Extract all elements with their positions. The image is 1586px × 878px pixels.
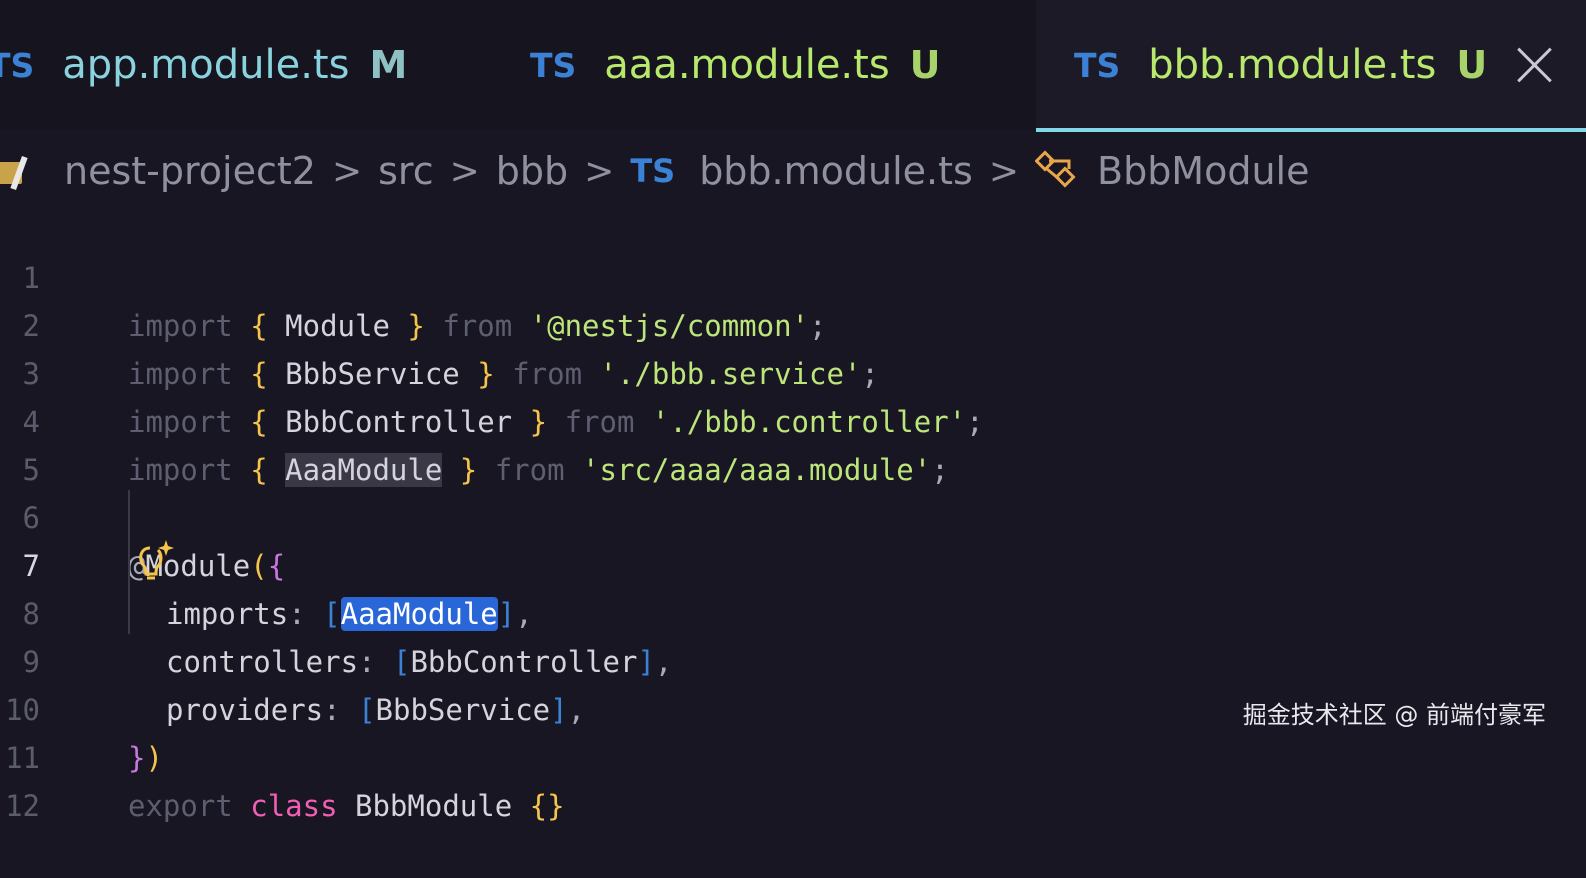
- breadcrumb-src[interactable]: src: [378, 149, 434, 193]
- typescript-file-icon: TS: [630, 152, 676, 190]
- code-line: 8 controllers: [BbbController],: [0, 542, 1586, 679]
- watermark: 掘金技术社区 @ 前端付豪军: [1242, 701, 1546, 729]
- line-number: 8: [22, 597, 40, 631]
- code-line: 1 import { Module } from '@nestjs/common…: [0, 206, 1586, 343]
- breadcrumb-bbb[interactable]: bbb: [495, 149, 569, 193]
- text-selection: AaaModule: [340, 597, 498, 631]
- chevron-right-icon: >: [584, 150, 615, 192]
- code-line: 3 import { BbbController } from './bbb.c…: [0, 302, 1586, 439]
- tab-label: bbb.module.ts: [1148, 42, 1437, 88]
- line-number: 6: [22, 501, 40, 535]
- code-line: 4 import { AaaModule } from 'src/aaa/aaa…: [0, 350, 1586, 487]
- lightbulb-sparkle-icon[interactable]: [134, 538, 178, 584]
- git-status-badge: U: [909, 43, 941, 87]
- git-status-badge: M: [369, 43, 408, 87]
- close-icon[interactable]: [1517, 48, 1551, 82]
- indent-guide: [128, 490, 130, 634]
- git-status-badge: U: [1456, 43, 1488, 87]
- folder-icon: [0, 156, 34, 186]
- breadcrumb-symbol[interactable]: BbbModule: [1097, 149, 1310, 193]
- breadcrumb: nest-project2 > src > bbb > TS bbb.modul…: [0, 132, 1586, 210]
- tab-label: aaa.module.ts: [604, 42, 890, 88]
- code-line: 2 import { BbbService } from './bbb.serv…: [0, 254, 1586, 391]
- typescript-file-icon: TS: [530, 45, 577, 85]
- typescript-file-icon: TS: [0, 45, 35, 85]
- chevron-right-icon: >: [331, 150, 363, 192]
- symbol-class-icon: [1035, 150, 1076, 188]
- breadcrumb-file[interactable]: bbb.module.ts: [699, 149, 973, 193]
- code-line: 9 providers: [BbbService],: [0, 590, 1586, 727]
- code-line: 12: [0, 734, 1586, 823]
- line-number: 12: [5, 789, 40, 823]
- chevron-right-icon: >: [449, 150, 480, 192]
- line-number: 7: [22, 549, 40, 583]
- tab-aaa-module[interactable]: TS aaa.module.ts U: [530, 0, 1000, 130]
- line-number: 3: [22, 357, 40, 391]
- code-line: 10 }): [0, 638, 1586, 775]
- word-highlight: AaaModule: [285, 453, 443, 487]
- code-line: 5: [0, 398, 1586, 487]
- line-number: 4: [22, 405, 40, 439]
- code-line: 7 imports: [AaaModule],: [0, 494, 1586, 631]
- line-number: 1: [22, 261, 40, 295]
- breadcrumb-project[interactable]: nest-project2: [64, 149, 316, 193]
- chevron-right-icon: >: [988, 150, 1019, 192]
- line-number: 10: [5, 693, 40, 727]
- tab-bar: TS app.module.ts M TS aaa.module.ts U TS…: [0, 0, 1586, 132]
- typescript-file-icon: TS: [1074, 45, 1121, 85]
- code-line: 6 @Module({: [0, 446, 1586, 583]
- tab-app-module[interactable]: TS app.module.ts M: [0, 0, 428, 130]
- tab-label: app.module.ts: [62, 42, 350, 88]
- tab-bbb-module[interactable]: TS bbb.module.ts U: [1036, 0, 1586, 132]
- line-number: 2: [22, 309, 40, 343]
- line-number: 9: [22, 645, 40, 679]
- line-number: 5: [22, 453, 40, 487]
